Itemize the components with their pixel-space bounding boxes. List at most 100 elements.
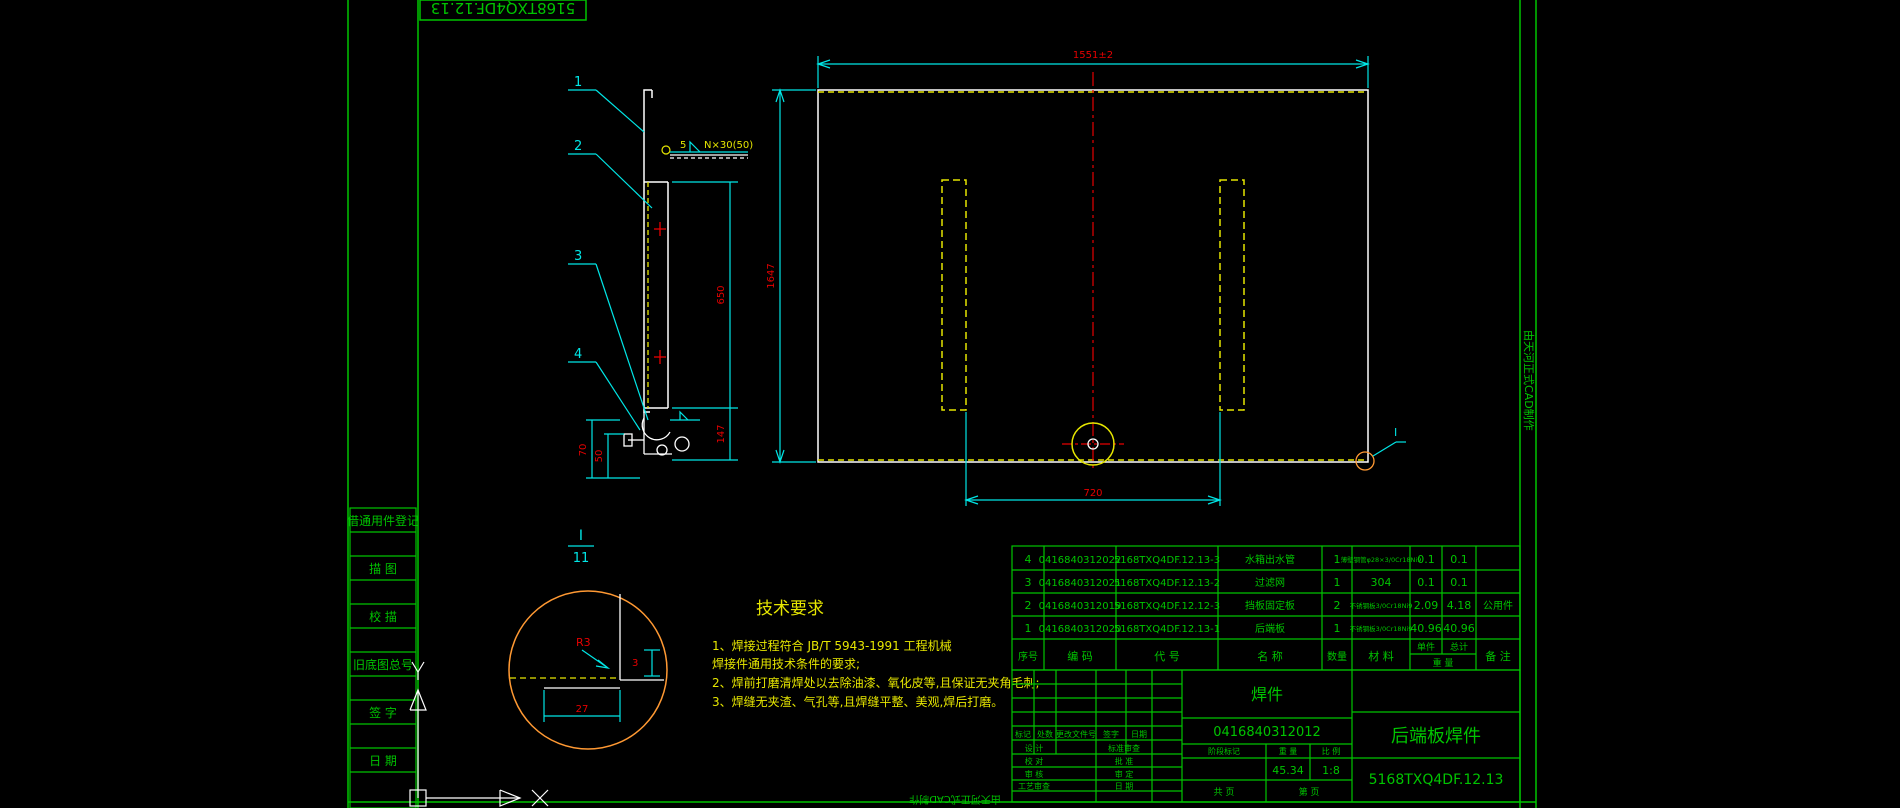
part-name: 后端板焊件 xyxy=(1391,726,1481,747)
detail-height: 3 xyxy=(632,658,638,669)
svg-text:标记: 标记 xyxy=(1015,729,1031,739)
dim-70: 70 xyxy=(578,444,589,457)
svg-text:签字: 签字 xyxy=(1103,729,1119,739)
svg-text:0416840312022: 0416840312022 xyxy=(1039,555,1122,566)
svg-text:4: 4 xyxy=(1025,553,1032,566)
dim-width: 1551±2 xyxy=(1073,50,1113,61)
svg-text:挡板固定板: 挡板固定板 xyxy=(1245,599,1295,612)
role-labels: 设 计 校 对 审 核 工艺审查 标准审查 批 准 审 定 日 期 xyxy=(1018,743,1140,791)
svg-text:代 号: 代 号 xyxy=(1154,650,1180,663)
svg-text:5168TXQ4DF.12.13-1: 5168TXQ4DF.12.13-1 xyxy=(1114,624,1220,635)
svg-text:处数: 处数 xyxy=(1037,729,1053,739)
front-view: I 1551±2 1647 720 xyxy=(766,50,1406,506)
left-registration-labels: 借通用件登记 描 图 校 描 旧底图总号 签 字 日 期 xyxy=(347,513,419,768)
callout-4: 4 xyxy=(574,347,582,362)
svg-text:0416840312020: 0416840312020 xyxy=(1039,624,1122,635)
svg-text:2: 2 xyxy=(1334,599,1341,612)
svg-text:序号: 序号 xyxy=(1018,650,1038,663)
svg-text:公用件: 公用件 xyxy=(1483,600,1513,612)
weld-note-label: N×30(50) xyxy=(704,140,753,151)
svg-text:304: 304 xyxy=(1371,576,1392,589)
svg-text:0416840312021: 0416840312021 xyxy=(1039,578,1122,589)
tech-title: 技术要求 xyxy=(756,599,824,619)
left-registration-column xyxy=(349,507,417,808)
svg-text:材 料: 材 料 xyxy=(1368,649,1394,663)
svg-text:不锈钢板3/0Cr18Ni9: 不锈钢板3/0Cr18Ni9 xyxy=(1350,624,1413,633)
label-reg: 借通用件登记 xyxy=(347,513,419,528)
svg-text:40.96: 40.96 xyxy=(1443,622,1475,635)
dim-650: 650 xyxy=(716,285,727,304)
svg-text:5168TXQ4DF.12.13-3: 5168TXQ4DF.12.13-3 xyxy=(1114,555,1220,566)
tech-item-1b: 焊接件通用技术条件的要求; xyxy=(712,656,860,671)
tech-requirements: 技术要求 1、焊接过程符合 JB/T 5943-1991 工程机械 焊接件通用技… xyxy=(712,599,1040,709)
stage-label: 阶段标记 xyxy=(1208,746,1240,756)
svg-text:0.1: 0.1 xyxy=(1450,553,1468,566)
section-label: I 11 xyxy=(568,528,594,566)
section-label-bottom: 11 xyxy=(573,551,590,566)
scale-value: 1:8 xyxy=(1322,764,1340,777)
bom-row-2: 2 0416840312019 5168TXQ4DF.12.12-3 挡板固定板… xyxy=(1025,599,1514,612)
svg-text:标准审查: 标准审查 xyxy=(1108,743,1140,753)
tech-item-3: 3、焊缝无夹渣、气孔等,且焊缝平整、美观,焊后打磨。 xyxy=(712,694,1003,709)
svg-text:备 注: 备 注 xyxy=(1485,649,1511,663)
weight-value: 45.34 xyxy=(1272,764,1304,777)
section-label-top: I xyxy=(579,528,583,544)
slot-left xyxy=(941,179,967,411)
svg-text:0.1: 0.1 xyxy=(1417,576,1435,589)
bom-row-4: 4 0416840312022 5168TXQ4DF.12.13-3 水箱出水管… xyxy=(1025,553,1468,566)
svg-text:4.18: 4.18 xyxy=(1447,599,1472,612)
revision-headers: 标记 处数 更改文件号 签字 日期 xyxy=(1015,729,1147,739)
bottom-note: 由天河正式CAD制作 xyxy=(909,793,1001,806)
svg-text:3: 3 xyxy=(1025,576,1032,589)
drawing-code: 0416840312012 xyxy=(1213,725,1321,740)
svg-text:0416840312019: 0416840312019 xyxy=(1039,601,1122,612)
label-old-no: 旧底图总号 xyxy=(353,657,413,672)
header-stamp-text: 5168TXQ4DF.12.13 xyxy=(431,0,575,17)
svg-text:薄壁钢管φ28×3/0Cr18Ni9: 薄壁钢管φ28×3/0Cr18Ni9 xyxy=(1341,555,1422,564)
callout-1: 1 xyxy=(574,75,582,90)
detail-width: 27 xyxy=(576,704,589,715)
tech-item-1: 1、焊接过程符合 JB/T 5943-1991 工程机械 xyxy=(712,638,952,653)
outlet-outer xyxy=(1071,422,1115,466)
svg-text:审 核: 审 核 xyxy=(1025,769,1044,779)
weight-label: 重 量 xyxy=(1279,746,1298,756)
svg-text:2: 2 xyxy=(1025,599,1032,612)
dim-50: 50 xyxy=(594,450,605,463)
label-sign: 签 字 xyxy=(369,705,397,720)
svg-text:水箱出水管: 水箱出水管 xyxy=(1245,553,1295,566)
bom-table xyxy=(1011,545,1521,671)
svg-text:不锈钢板3/0Cr18Ni9: 不锈钢板3/0Cr18Ni9 xyxy=(1350,601,1413,610)
ucs-icon xyxy=(409,661,549,807)
outlet-inner xyxy=(1087,438,1099,450)
dim-height: 1647 xyxy=(766,263,777,288)
svg-text:1: 1 xyxy=(1334,622,1341,635)
svg-text:工艺审查: 工艺审查 xyxy=(1018,781,1050,791)
svg-text:批 准: 批 准 xyxy=(1115,756,1134,766)
bom-row-1: 1 0416840312020 5168TXQ4DF.12.13-1 后端板 1… xyxy=(1025,622,1475,635)
tech-item-2: 2、焊前打磨清焊处以去除油漆、氧化皮等,且保证无夹角毛刺; xyxy=(712,675,1040,690)
type-label: 焊件 xyxy=(1251,685,1283,704)
svg-text:1: 1 xyxy=(1334,576,1341,589)
svg-text:2.09: 2.09 xyxy=(1414,599,1439,612)
drawing-no: 5168TXQ4DF.12.13 xyxy=(1369,772,1504,788)
svg-text:1: 1 xyxy=(1334,553,1341,566)
dim-slot-spacing: 720 xyxy=(1083,488,1102,499)
label-trace: 描 图 xyxy=(369,562,397,576)
page-label: 第 页 xyxy=(1299,786,1320,798)
svg-text:名 称: 名 称 xyxy=(1257,649,1283,663)
svg-text:40.96: 40.96 xyxy=(1410,622,1442,635)
svg-text:过滤网: 过滤网 xyxy=(1255,576,1285,589)
svg-text:总计: 总计 xyxy=(1450,641,1468,653)
svg-text:数量: 数量 xyxy=(1327,650,1347,663)
svg-text:后端板: 后端板 xyxy=(1255,622,1285,635)
svg-text:设 计: 设 计 xyxy=(1025,743,1044,753)
svg-text:单件: 单件 xyxy=(1417,641,1435,653)
slot-right xyxy=(1219,179,1245,411)
svg-text:更改文件号: 更改文件号 xyxy=(1056,729,1096,739)
svg-text:1: 1 xyxy=(1025,622,1032,635)
weld-num-label: 5 xyxy=(680,140,686,151)
bom-header: 序号 编 码 代 号 名 称 数量 材 料 单件 总计 重 量 备 注 xyxy=(1018,641,1511,669)
svg-text:5168TXQ4DF.12.12-3: 5168TXQ4DF.12.12-3 xyxy=(1114,601,1220,612)
callout-2: 2 xyxy=(574,139,582,154)
